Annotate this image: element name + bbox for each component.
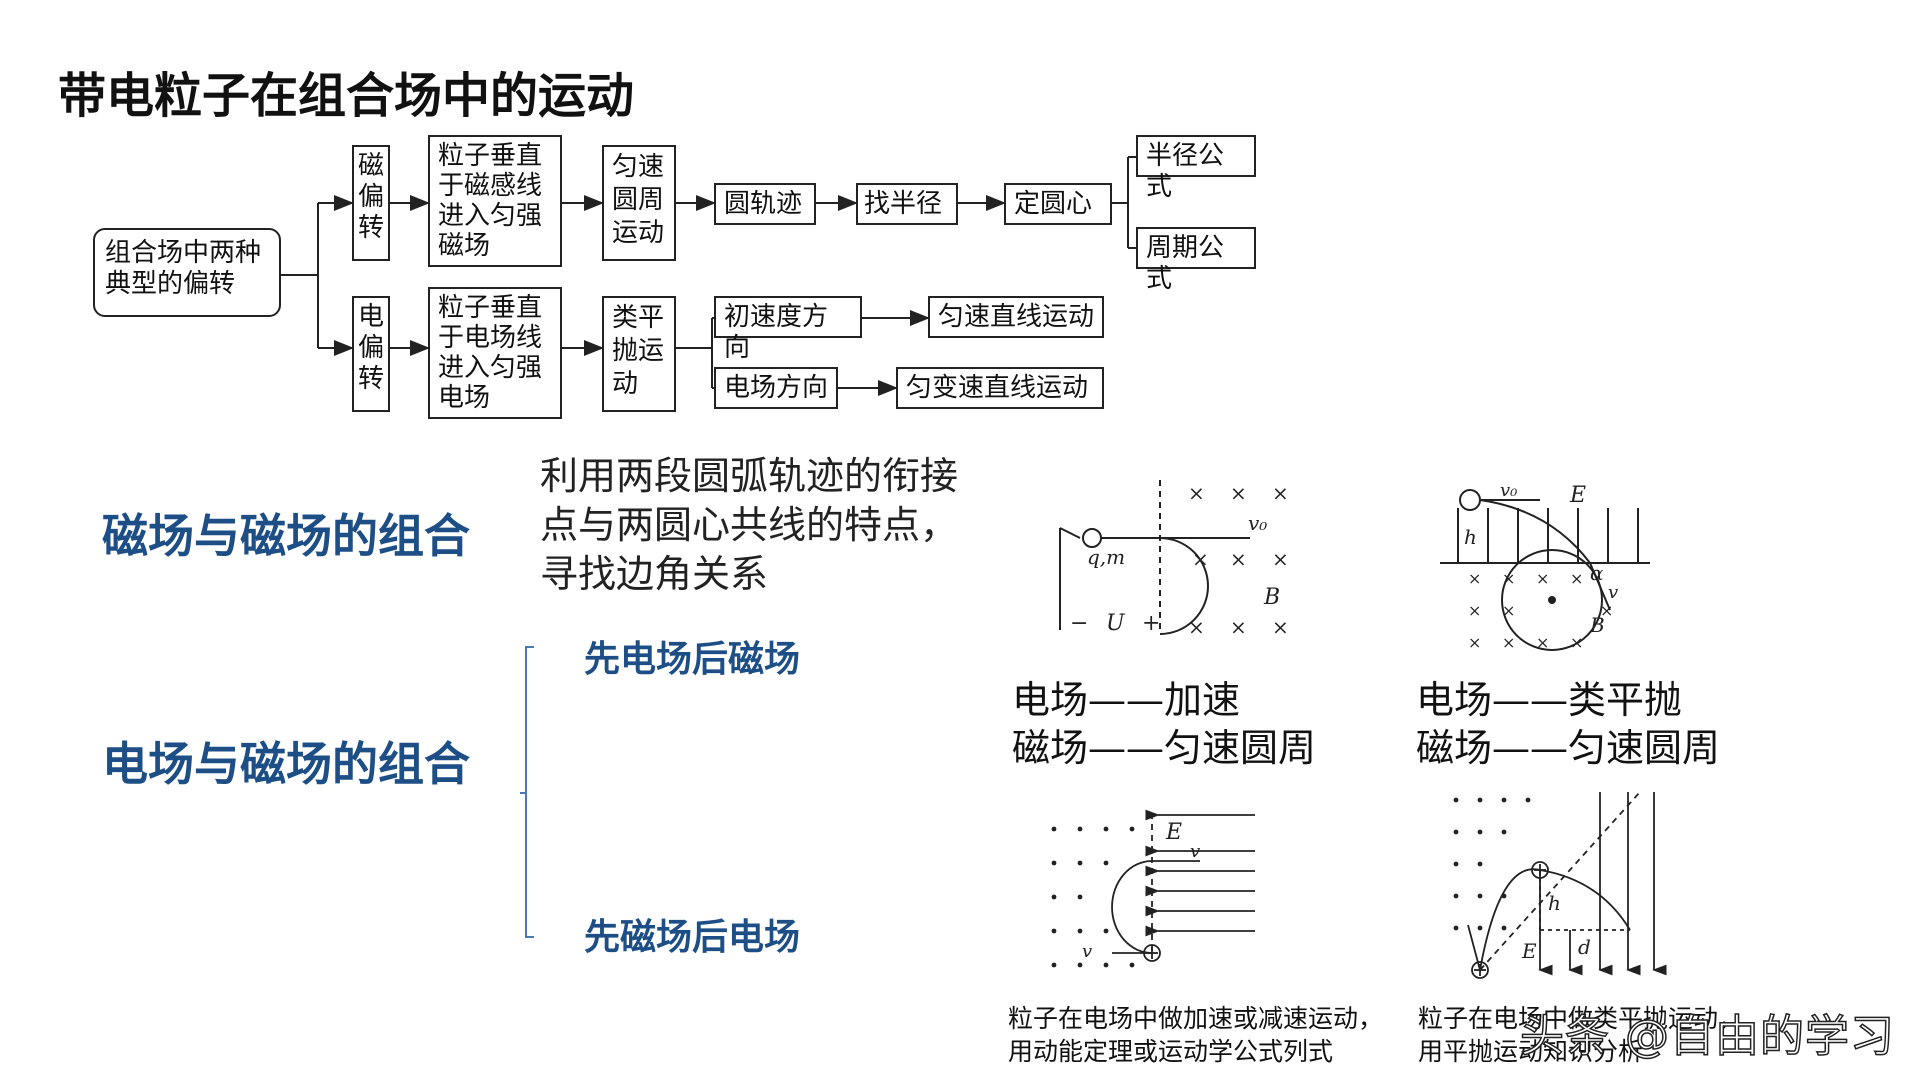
flowchart-root: 组合场中两种典型的偏转 bbox=[93, 228, 281, 317]
flowchart-step-circle: 圆轨迹 bbox=[714, 183, 816, 225]
label-v-top: v bbox=[1190, 841, 1200, 862]
flowchart-magnetic-condition: 粒子垂直于磁感线进入匀强磁场 bbox=[428, 135, 562, 267]
flowchart-result-accelerated: 匀变速直线运动 bbox=[896, 367, 1104, 409]
svg-text:×: × bbox=[1230, 615, 1247, 639]
svg-text:×: × bbox=[1502, 601, 1515, 620]
svg-text:×: × bbox=[1468, 633, 1481, 652]
flowchart-result-uniform: 匀速直线运动 bbox=[928, 296, 1104, 338]
svg-text:×: × bbox=[1188, 481, 1205, 505]
watermark: 头条 @自由的学习 bbox=[1519, 1010, 1895, 1063]
figure-projectile-magnetic: × × × × × × × × × × × v₀ E h α v B bbox=[1440, 480, 1650, 652]
label-e: E bbox=[1569, 483, 1586, 508]
svg-text:×: × bbox=[1570, 569, 1583, 588]
figure4-note-1: 粒子在电场中做类平抛运动， bbox=[1418, 1004, 1744, 1033]
flowchart-dir-field: 电场方向 bbox=[714, 367, 838, 409]
flowchart-electric-motion: 类平抛运动 bbox=[602, 296, 676, 412]
figure1-caption-1: 电场——加速 bbox=[1012, 678, 1241, 722]
label-velocity: v₀ bbox=[1248, 511, 1267, 535]
label-h: h bbox=[1548, 891, 1561, 915]
label-v: v bbox=[1608, 582, 1618, 603]
svg-text:×: × bbox=[1536, 569, 1549, 588]
label-v0: v₀ bbox=[1500, 480, 1517, 501]
label-d: d bbox=[1578, 935, 1591, 959]
figure3-note-1: 粒子在电场中做加速或减速运动， bbox=[1008, 1004, 1384, 1033]
flowchart-branch-magnetic: 磁偏转 bbox=[352, 145, 390, 261]
label-charge: q,m bbox=[1087, 545, 1125, 569]
figure-magnetic-then-field: E v v bbox=[1051, 809, 1255, 968]
heading-magnetic-magnetic: 磁场与磁场的组合 bbox=[102, 509, 470, 563]
label-alpha: α bbox=[1590, 561, 1604, 585]
figure2-caption-1: 电场——类平抛 bbox=[1416, 678, 1683, 722]
svg-text:×: × bbox=[1468, 569, 1481, 588]
svg-text:×: × bbox=[1272, 547, 1289, 571]
svg-text:×: × bbox=[1570, 633, 1583, 652]
figure4-note-2: 用平抛运动知识分析 bbox=[1418, 1037, 1644, 1066]
flowchart-step-radius: 找半径 bbox=[856, 183, 958, 225]
svg-text:×: × bbox=[1502, 633, 1515, 652]
subheading-magnetic-first: 先磁场后电场 bbox=[584, 917, 801, 958]
svg-text:×: × bbox=[1188, 615, 1205, 639]
svg-text:×: × bbox=[1536, 633, 1549, 652]
svg-text:×: × bbox=[1502, 569, 1515, 588]
figure1-caption-2: 磁场——匀速圆周 bbox=[1012, 726, 1317, 770]
label-e: E bbox=[1521, 939, 1537, 963]
svg-text:×: × bbox=[1272, 481, 1289, 505]
heading-electric-magnetic: 电场与磁场的组合 bbox=[102, 737, 470, 791]
svg-text:×: × bbox=[1468, 601, 1481, 620]
flowchart-dir-initial: 初速度方向 bbox=[714, 296, 862, 363]
svg-text:×: × bbox=[1230, 547, 1247, 571]
label-plus: + bbox=[1142, 611, 1160, 636]
figure2-caption-2: 磁场——匀速圆周 bbox=[1416, 726, 1721, 770]
figure-accelerate-magnetic: × × × × × × × × × q,m v₀ B − U + bbox=[1059, 480, 1289, 639]
magnetic-combination-description: 利用两段圆弧轨迹的衔接点与两圆心共线的特点，寻找边角关系 bbox=[540, 454, 959, 596]
label-v-bottom: v bbox=[1082, 941, 1092, 962]
flowchart-step-center: 定圆心 bbox=[1004, 183, 1112, 225]
label-b: B bbox=[1589, 613, 1605, 637]
label-voltage: U bbox=[1106, 611, 1126, 636]
figure3-note-2: 用动能定理或运动学公式列式 bbox=[1008, 1037, 1334, 1066]
flowchart-connectors bbox=[281, 156, 1136, 396]
svg-text:×: × bbox=[1230, 481, 1247, 505]
svg-text:×: × bbox=[1272, 615, 1289, 639]
flowchart-electric-condition: 粒子垂直于电场线进入匀强电场 bbox=[428, 287, 562, 419]
flowchart-radius-formula: 半径公式 bbox=[1136, 135, 1256, 202]
svg-text:×: × bbox=[1192, 547, 1209, 571]
label-e: E bbox=[1165, 820, 1182, 845]
label-field-b: B bbox=[1263, 585, 1280, 610]
label-minus: − bbox=[1070, 611, 1088, 636]
page-title: 带电粒子在组合场中的运动 bbox=[58, 68, 635, 124]
flowchart-period-formula: 周期公式 bbox=[1136, 227, 1256, 294]
flowchart-magnetic-motion: 匀速圆周运动 bbox=[602, 145, 676, 261]
flowchart-branch-electric: 电偏转 bbox=[352, 296, 390, 412]
figure-magnetic-then-projectile: h E d bbox=[1453, 791, 1667, 979]
svg-text:×: × bbox=[1600, 601, 1613, 620]
bracket bbox=[520, 646, 534, 938]
subheading-electric-first: 先电场后磁场 bbox=[584, 639, 801, 680]
label-h: h bbox=[1464, 525, 1477, 549]
